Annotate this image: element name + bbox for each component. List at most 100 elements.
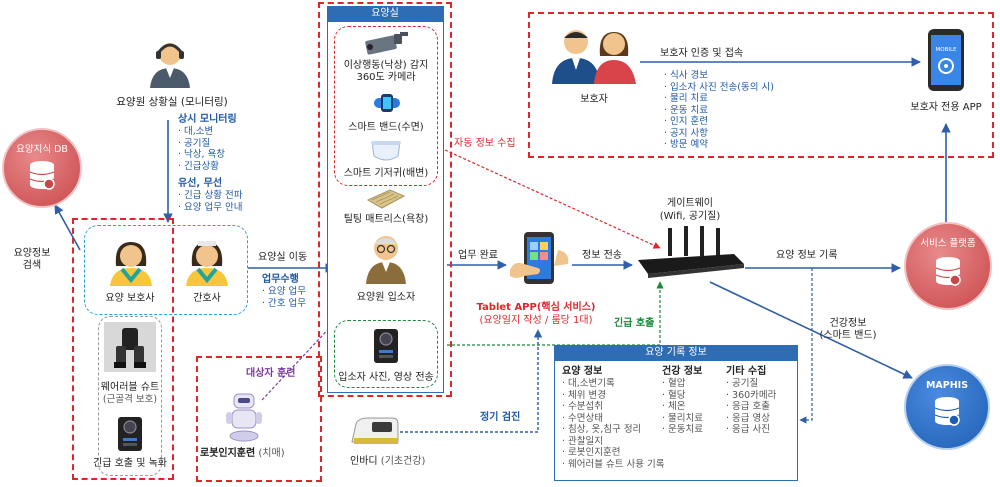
robot-icon (224, 392, 264, 442)
knowledge-db-node: 요양지식 DB (2, 128, 82, 208)
robot-training-label: 대상자 훈련 (246, 368, 296, 379)
list-item: · 360카메라 (726, 389, 777, 401)
wired-list: · 긴급 상황 전파 · 요양 업무 안내 (178, 190, 243, 213)
list-item: · 요양 업무 (262, 286, 307, 297)
router-icon (634, 224, 746, 280)
mobile-label: MOBILE (935, 47, 957, 53)
staff-group (72, 218, 174, 480)
camera-icon (362, 30, 410, 58)
emergency-record-label: 긴급 호출 및 녹화 (93, 458, 167, 469)
robot-paren: (치매) (258, 448, 285, 459)
list-item: · 물리 치료 (664, 93, 709, 104)
arrow-inbody-to-tablet (400, 329, 543, 433)
list-item: · 수면상태 (562, 412, 603, 424)
resident-icon (362, 232, 410, 284)
nurse-icon (184, 236, 230, 286)
list-item: · 긴급 상황 전파 (178, 190, 243, 201)
arrow-gateway-to-record (799, 268, 813, 424)
arrow-gateway-to-maphis (709, 281, 913, 379)
retrieval-label-2: 검색 (22, 260, 42, 271)
resident-label: 요양원 입소자 (356, 292, 416, 303)
care-info-record-label: 요양 정보 기록 (776, 250, 838, 261)
sensor-group (334, 26, 438, 186)
arrow-staff-to-db (54, 204, 81, 251)
list-item: · 간호 업무 (262, 297, 307, 309)
robot-group (196, 356, 322, 482)
list-item: · 공기질 (726, 378, 759, 389)
inbody-icon (348, 412, 402, 448)
list-item: · 입소자 사진 전송(동의 시) (664, 81, 774, 93)
camera-label-2: 360도 카메라 (356, 72, 416, 83)
record-header: 요양 기록 정보 (554, 345, 798, 361)
arrow-robot-training (261, 321, 336, 401)
tablet-icon (508, 230, 572, 290)
robot-group-top (196, 356, 322, 358)
wearable-inner-group (98, 316, 162, 476)
list-item: · 낙상, 욕창 (178, 149, 226, 160)
list-item: · 응급 영상 (726, 412, 771, 424)
list-item: · 인지 훈련 (664, 116, 709, 127)
wearable-label-1: 웨어러블 슈트 (100, 382, 160, 393)
care-room-header: 요양실 (327, 6, 444, 22)
guardian-app-label: 보호자 전용 APP (910, 102, 982, 113)
list-item: · 대,소변 (178, 126, 214, 137)
emergency-call-label: 긴급 호출 (614, 318, 655, 329)
diaper-label: 스마트 기저귀(배변) (343, 168, 429, 179)
list-item: · 긴급상황 (178, 160, 219, 172)
health-info-label-1: 건강정보 (829, 318, 867, 329)
regular-check-label: 정기 검진 (480, 412, 521, 423)
duty-title: 업무수행 (262, 274, 299, 285)
record-panel (554, 345, 798, 481)
always-monitor-list: · 대,소변 · 공기질 · 낙상, 욕창 · 긴급상황 (178, 126, 225, 172)
database-icon (29, 161, 55, 190)
database-icon (934, 397, 960, 426)
camera-label-1: 이상행동(낙상) 감지 (343, 60, 429, 71)
knowledge-db-label: 요양지식 DB (16, 144, 68, 155)
robot-name-row: 로봇인지훈련 (치매) (200, 448, 285, 460)
photo-label: 입소자 사진, 영상 전송 (338, 372, 434, 383)
list-item: · 수분섭취 (562, 401, 603, 412)
gateway-sub: (Wifi, 공기질) (659, 211, 721, 222)
room-cam-icon (373, 328, 399, 364)
monitor-title: 요양원 상황실 (모니터링) (116, 96, 228, 108)
list-item: · 혈당 (662, 389, 686, 401)
list-item: · 식사 경보 (664, 70, 709, 81)
staff-blue-group (84, 225, 248, 315)
guardian-icon (548, 26, 640, 84)
care-room-title: 요양실 (371, 8, 399, 19)
work-done-label: 업무 완료 (458, 250, 498, 261)
service-platform-node: 서비스 플랫폼 (904, 222, 992, 310)
maphis-label: MAPHIS (925, 380, 969, 391)
list-item: · 응급 사진 (726, 424, 771, 435)
inbody-name: 인바디 (350, 456, 378, 467)
tablet-app-title: Tablet APP(핵심 서비스) (476, 302, 596, 313)
caregiver-icon (108, 236, 154, 286)
wired-title: 유선, 무선 (178, 178, 223, 189)
smart-band-icon (372, 88, 402, 118)
guardian-label: 보호자 (580, 94, 608, 105)
database-icon (935, 257, 961, 286)
record-col3-list: · 공기질 · 360카메라 · 응급 호출 · 응급 영상 · 응급 사진 (726, 378, 776, 436)
mobile-phone-icon: MOBILE (926, 28, 966, 92)
record-col1-title: 요양 정보 (562, 366, 603, 377)
list-item: · 웨어러블 슈트 사용 기록 (562, 458, 665, 470)
record-col1-list: · 대,소변기록 · 체위 변경 · 수분섭취 · 수면상태 · 침상, 옷,침… (562, 378, 665, 470)
caregiver-label: 요양 보호사 (105, 293, 155, 304)
robot-name: 로봇인지훈련 (200, 448, 256, 459)
wearable-suit-icon (104, 322, 156, 372)
list-item: · 혈압 (662, 378, 686, 389)
list-item: · 요양 업무 안내 (178, 201, 243, 213)
list-item: · 방문 예약 (664, 139, 709, 150)
care-room-panel (318, 2, 452, 397)
arrow-auto-collect (444, 149, 661, 249)
list-item: · 물리치료 (662, 412, 703, 424)
health-info-label-2: (스마트 밴드) (819, 330, 877, 341)
duty-list: · 요양 업무 · 간호 업무 (262, 286, 306, 309)
inbody-paren: (기초건강) (380, 456, 426, 467)
list-item: · 공지 사항 (664, 127, 709, 139)
guardian-panel (528, 12, 994, 158)
record-col2-list: · 혈압 · 혈당 · 체온 · 물리치료 · 운동치료 (662, 378, 703, 436)
send-info-label: 정보 전송 (582, 250, 622, 261)
smart-diaper-icon (370, 138, 402, 164)
service-platform-label: 서비스 플랫폼 (920, 238, 976, 249)
